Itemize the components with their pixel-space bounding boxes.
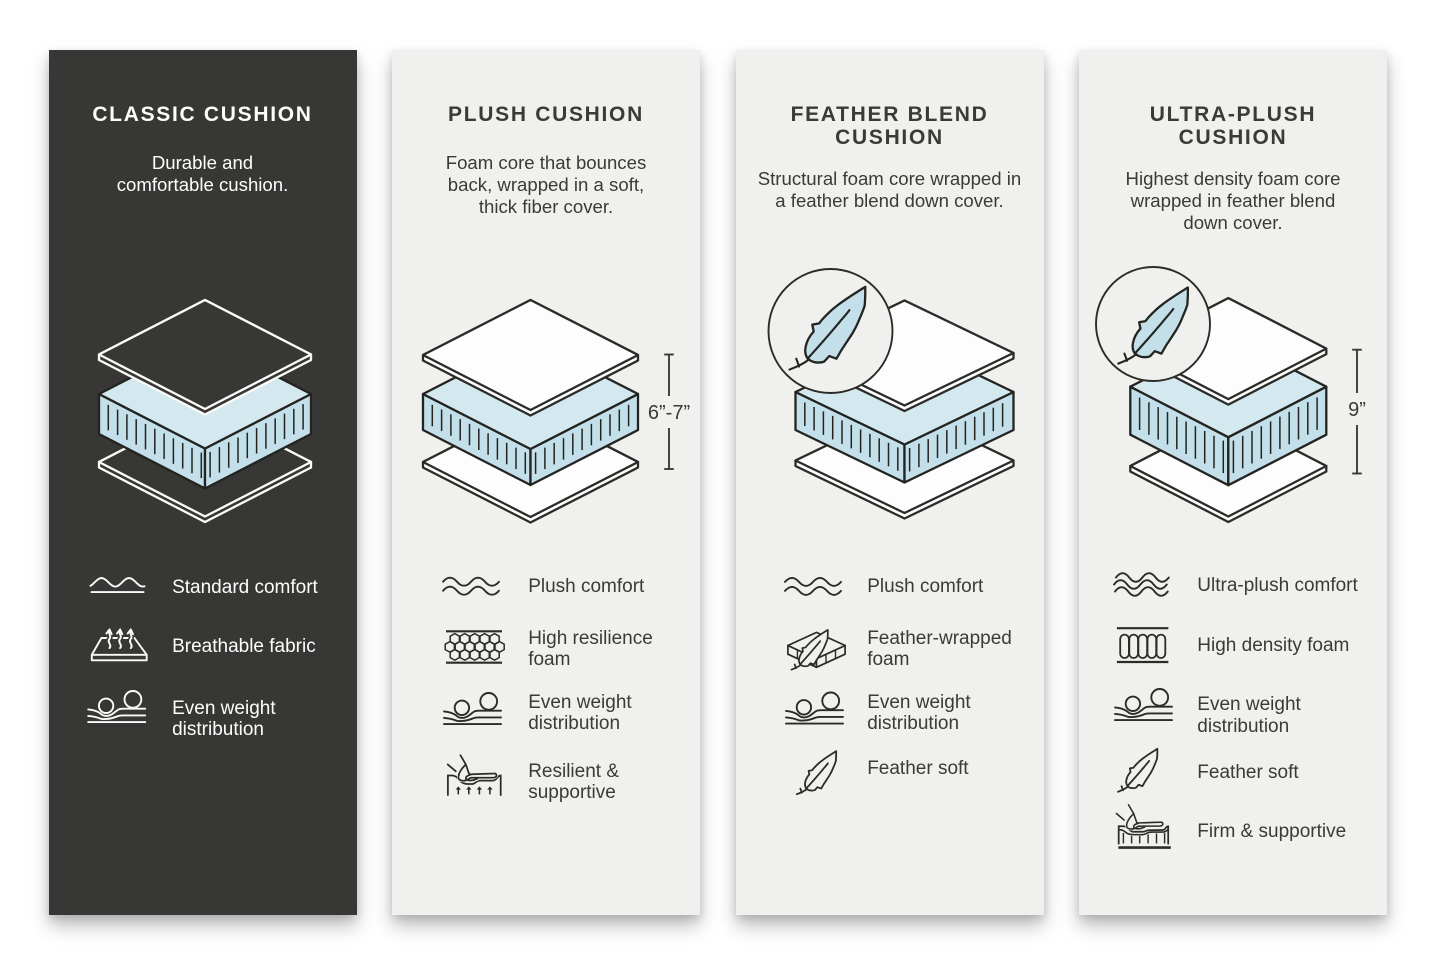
svg-text:6”-7”: 6”-7” [648, 402, 690, 424]
svg-text:9”: 9” [1348, 399, 1366, 421]
